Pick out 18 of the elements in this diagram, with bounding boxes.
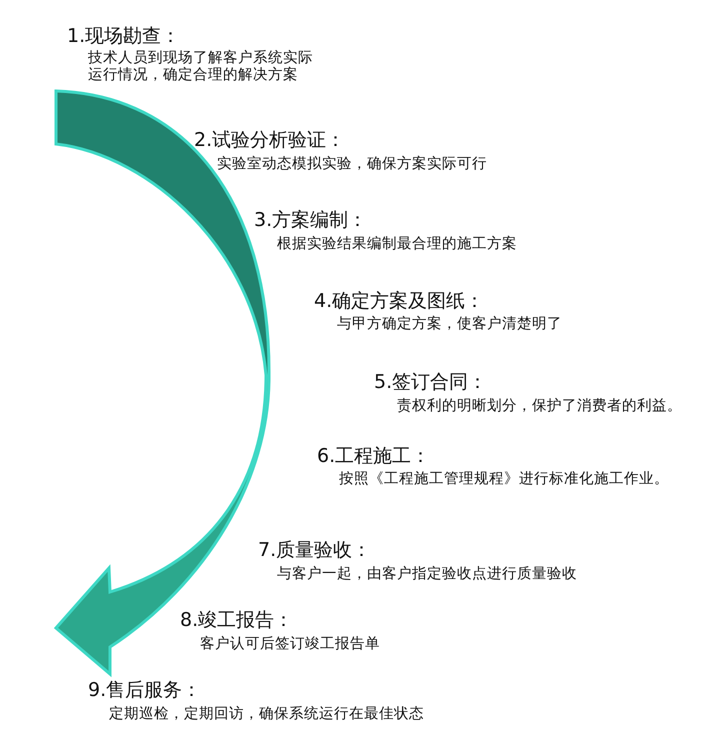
step-heading: 1.现场勘查： <box>67 24 182 48</box>
step-heading: 2.试验分析验证： <box>194 128 346 152</box>
step-heading: 4.确定方案及图纸： <box>314 289 486 313</box>
step-heading: 9.售后服务： <box>88 678 202 702</box>
step-description: 根据实验结果编制最合理的施工方案 <box>277 235 518 252</box>
step-description: 与客户一起，由客户指定验收点进行质量验收 <box>277 565 578 582</box>
step-description: 实验室动态模拟实验，确保方案实际可行 <box>217 155 488 172</box>
step-description: 客户认可后签订竣工报告单 <box>200 635 381 652</box>
step-description: 按照《工程施工管理规程》进行标准化施工作业。 <box>339 470 670 487</box>
step-description: 与甲方确定方案，使客户清楚明了 <box>337 315 563 332</box>
step-heading: 7.质量验收： <box>258 538 372 562</box>
step-description: 责权利的明晰划分，保护了消费者的利益。 <box>397 397 683 414</box>
step-heading: 5.签订合同： <box>374 370 488 394</box>
step-heading: 6.工程施工： <box>317 444 432 468</box>
step-heading: 3.方案编制： <box>254 208 368 232</box>
step-description: 技术人员到现场了解客户系统实际运行情况，确定合理的解决方案 <box>88 49 313 83</box>
step-heading: 8.竣工报告： <box>180 608 294 632</box>
step-description: 定期巡检，定期回访，确保系统运行在最佳状态 <box>109 705 425 722</box>
